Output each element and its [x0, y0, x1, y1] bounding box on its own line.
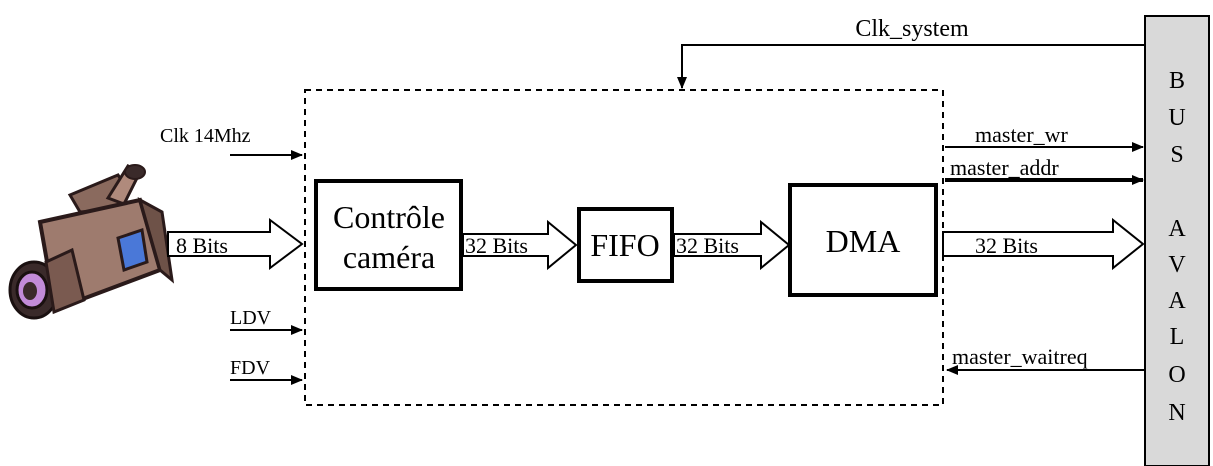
- ctrl-to-fifo-label: 32 Bits: [465, 233, 528, 258]
- camera-control-block: [314, 179, 463, 291]
- bus-letter: O: [1168, 362, 1185, 388]
- bus-letter: A: [1168, 216, 1186, 242]
- bus-letter: A: [1168, 288, 1186, 314]
- fifo-label: FIFO: [590, 227, 659, 263]
- ctrl-to-fifo-arrow: [462, 219, 578, 271]
- dma-to-bus-arrow: [942, 217, 1145, 271]
- clk-system-line: [677, 44, 1145, 89]
- dma-to-bus-label: 32 Bits: [975, 233, 1038, 258]
- master-addr-label: master_addr: [950, 155, 1059, 180]
- bus-letter: N: [1168, 400, 1185, 426]
- bus-letter: U: [1168, 105, 1185, 131]
- master-waitreq-label: master_waitreq: [952, 344, 1088, 369]
- bus-letter: L: [1170, 324, 1185, 350]
- dma-block: [788, 183, 938, 297]
- bus-avalon-bar: [1144, 15, 1210, 466]
- camera-data-arrow: [167, 218, 304, 270]
- dma-label: DMA: [826, 223, 901, 259]
- bus-letter: V: [1168, 252, 1186, 278]
- fifo-to-dma-label: 32 Bits: [676, 233, 739, 258]
- clk-14mhz-label: Clk 14Mhz: [160, 125, 251, 147]
- master-wr-label: master_wr: [975, 122, 1069, 147]
- camera-control-label-line2: caméra: [343, 239, 435, 275]
- fifo-to-dma-arrow: [673, 219, 791, 271]
- camera-control-label-line1: Contrôle: [333, 199, 445, 235]
- video-camera-icon: [8, 164, 175, 320]
- fdv-label: FDV: [230, 357, 271, 379]
- camera-data-label: 8 Bits: [176, 233, 228, 258]
- bus-avalon-label: B U S A V A L O N: [1168, 68, 1186, 426]
- ldv-label: LDV: [230, 307, 272, 329]
- clk-system-label: Clk_system: [855, 16, 969, 42]
- bus-letter: B: [1169, 68, 1185, 94]
- fifo-block: [577, 207, 674, 283]
- bus-letter: S: [1170, 142, 1183, 168]
